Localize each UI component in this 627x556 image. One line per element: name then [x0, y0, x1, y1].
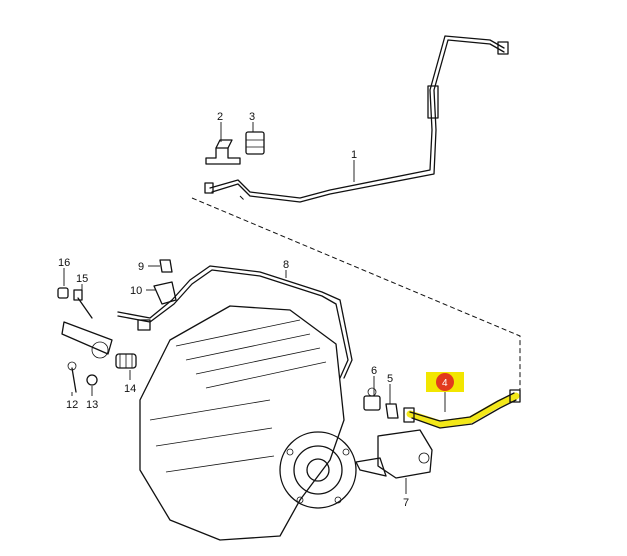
callout-8: 8 [283, 259, 289, 271]
washer-13 [86, 374, 98, 386]
callout-14: 14 [124, 383, 136, 395]
callout-1: 1 [351, 149, 357, 161]
pressure-switch-part [355, 429, 433, 479]
callout-10: 10 [130, 285, 142, 297]
shift-rod-part [61, 321, 113, 359]
fitting-9 [159, 259, 173, 273]
clip-part [245, 131, 265, 155]
callout-2: 2 [217, 111, 223, 123]
transmission-housing [139, 305, 357, 541]
callout-13: 13 [86, 399, 98, 411]
plug-16 [57, 287, 69, 299]
callout-leaders [63, 122, 446, 494]
retaining-clip-part [385, 403, 399, 419]
highlight-badge [426, 372, 464, 392]
callout-5: 5 [387, 373, 393, 385]
callout-12: 12 [66, 399, 78, 411]
callout-16: 16 [58, 257, 70, 269]
brake-line-upper [204, 35, 509, 203]
assembly-guide-lines [191, 195, 521, 392]
callout-9: 9 [138, 261, 144, 273]
bracket-10 [153, 281, 177, 305]
callout-15: 15 [76, 273, 88, 285]
sensor-15 [73, 289, 93, 319]
connector-part [363, 387, 381, 411]
callout-7: 7 [403, 497, 409, 509]
callout-3: 3 [249, 111, 255, 123]
bolt-12 [67, 361, 77, 393]
sender-unit-14 [115, 353, 137, 369]
brake-line-lower [117, 265, 353, 379]
callout-6: 6 [371, 365, 377, 377]
callout-numbers: 1 2 3 4 5 6 7 8 9 10 12 13 14 15 16 [58, 111, 448, 509]
bracket-part [205, 139, 241, 165]
callout-4: 4 [442, 378, 448, 389]
flexible-hose-part [403, 389, 521, 429]
